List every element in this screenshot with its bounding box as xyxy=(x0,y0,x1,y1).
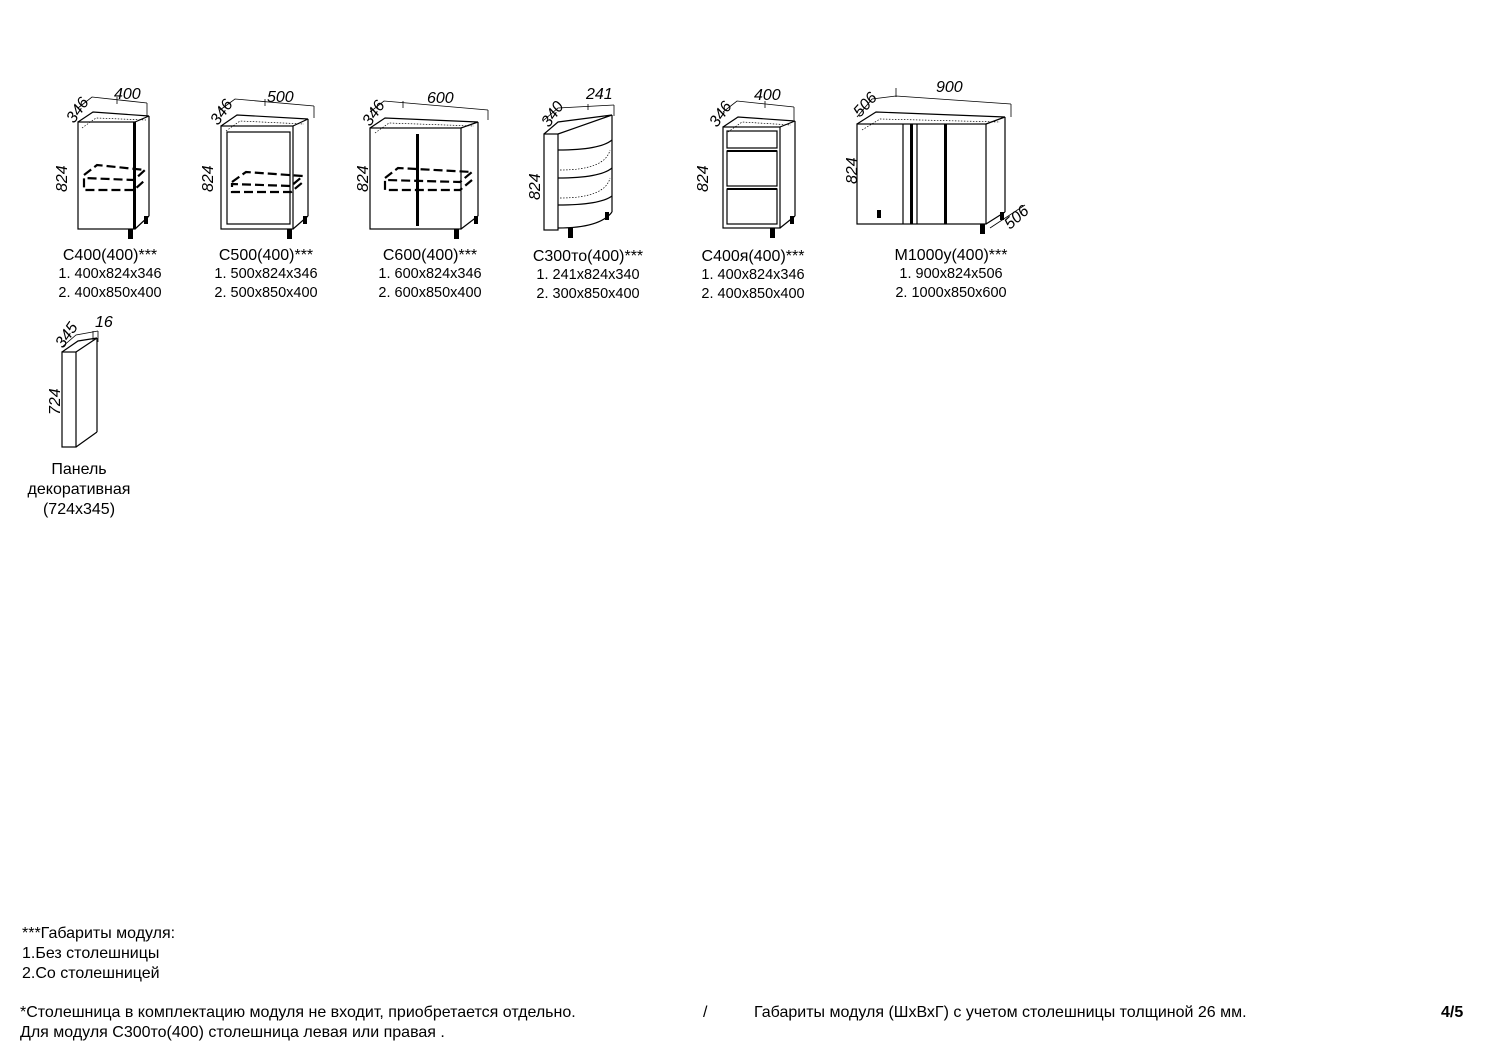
cabinet-drawing-c500: 500 346 824 xyxy=(200,89,315,239)
size-no-top: 1. 400x824x346 xyxy=(701,267,805,283)
dim-width: 900 xyxy=(936,79,963,96)
module-name: С500(400)*** xyxy=(218,247,314,264)
cabinet-drawing-m1000u: 900 506 506 824 xyxy=(844,79,1033,234)
panel-size: (724x345) xyxy=(42,501,116,518)
module-caption: С600(400)*** 1. 600x824x346 2. 600x850x4… xyxy=(360,246,500,303)
panel-name-line2: декоративная xyxy=(27,481,131,498)
module-caption: М1000у(400)*** 1. 900x824x506 2. 1000x85… xyxy=(876,246,1026,303)
cabinet-drawing-c600: 600 346 824 xyxy=(355,90,489,239)
footer-note-c300to: Для модуля С300то(400) столешница левая … xyxy=(20,1024,445,1041)
module-name: М1000у(400)*** xyxy=(894,247,1008,264)
size-with-top: 2. 600x850x400 xyxy=(378,285,482,301)
cabinet-drawing-c300to: 241 340 824 xyxy=(527,86,615,238)
size-with-top: 2. 400x850x400 xyxy=(58,285,162,301)
footer-separator: / xyxy=(703,1004,708,1021)
cabinet-drawing-c400: 400 346 824 xyxy=(54,86,150,239)
panel-drawing: 16 345 724 xyxy=(47,314,113,448)
module-caption: С300то(400)*** 1. 241x824x340 2. 300x850… xyxy=(514,247,662,304)
footer-note-countertop: *Столешница в комплектацию модуля не вхо… xyxy=(20,1004,576,1021)
module-caption: С400я(400)*** 1. 400x824x346 2. 400x850x… xyxy=(682,247,824,304)
dim-height: 824 xyxy=(844,157,861,184)
module-name: С400я(400)*** xyxy=(701,248,805,265)
dim-depth-side: 506 xyxy=(1001,202,1032,233)
dim-height: 824 xyxy=(200,165,217,192)
size-no-top: 1. 900x824x506 xyxy=(899,266,1003,282)
panel-name-line1: Панель xyxy=(51,461,107,478)
page-number: 4/5 xyxy=(1441,1004,1464,1021)
dim-width: 16 xyxy=(95,314,113,331)
panel-caption: Панель декоративная (724x345) xyxy=(14,460,144,520)
size-no-top: 1. 600x824x346 xyxy=(378,266,482,282)
size-with-top: 2. 500x850x400 xyxy=(214,285,318,301)
size-with-top: 2. 300x850x400 xyxy=(536,286,640,302)
footer-note-dimensions: Габариты модуля (ШхВхГ) с учетом столешн… xyxy=(754,1004,1247,1021)
dim-height: 824 xyxy=(54,165,71,192)
dim-depth: 506 xyxy=(850,89,881,120)
cabinet-drawing-c400ya: 400 346 824 xyxy=(695,87,796,238)
size-with-top: 2. 400x850x400 xyxy=(701,286,805,302)
dim-depth: 345 xyxy=(52,320,81,352)
legend-title: ***Габариты модуля: xyxy=(22,925,176,942)
dim-width: 400 xyxy=(754,87,781,104)
dim-height: 824 xyxy=(695,165,712,192)
dim-height: 824 xyxy=(355,165,372,192)
size-no-top: 1. 241x824x340 xyxy=(536,267,640,283)
size-with-top: 2. 1000x850x600 xyxy=(895,285,1007,301)
module-caption: С400(400)*** 1. 400x824x346 2. 400x850x4… xyxy=(40,246,180,303)
dim-width: 500 xyxy=(267,89,294,106)
legend-item-1: 1.Без столешницы xyxy=(22,945,160,962)
dim-width: 600 xyxy=(427,90,454,107)
dim-height: 724 xyxy=(47,388,64,415)
module-name: С300то(400)*** xyxy=(532,248,644,265)
size-no-top: 1. 500x824x346 xyxy=(214,266,318,282)
dim-height: 824 xyxy=(527,173,544,200)
dim-width: 241 xyxy=(585,86,613,103)
size-no-top: 1. 400x824x346 xyxy=(58,266,162,282)
legend-item-2: 2.Со столешницей xyxy=(22,965,160,982)
module-caption: С500(400)*** 1. 500x824x346 2. 500x850x4… xyxy=(196,246,336,303)
dim-width: 400 xyxy=(114,86,141,103)
module-name: С400(400)*** xyxy=(62,247,158,264)
module-name: С600(400)*** xyxy=(382,247,478,264)
